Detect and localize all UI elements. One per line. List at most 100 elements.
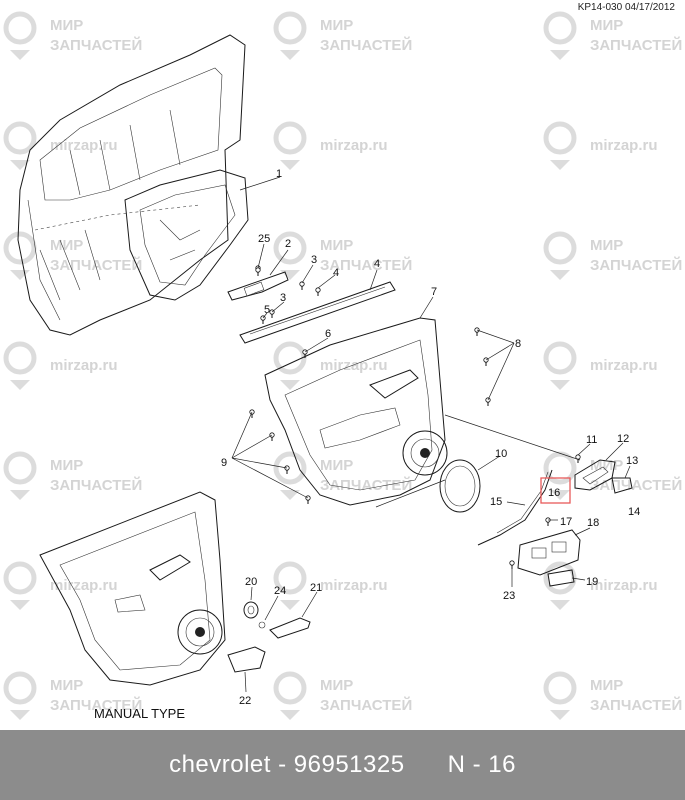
speaker-ring-drawing <box>439 459 481 513</box>
watermark-logo-icon <box>273 671 307 720</box>
footer-gap <box>405 751 448 779</box>
watermark-line2: ЗАПЧАСТЕЙ <box>50 36 142 54</box>
watermark-logo-icon <box>273 561 307 610</box>
watermark-logo-icon <box>3 451 37 500</box>
watermark-logo-icon <box>3 231 37 280</box>
watermark-line2: ЗАПЧАСТЕЙ <box>50 696 142 714</box>
watermark-line1: МИР <box>590 17 623 34</box>
callout-19: 19 <box>586 576 598 588</box>
watermark-site: mirzap.ru <box>320 577 388 594</box>
callout-8: 8 <box>515 338 521 350</box>
bracket-drawing <box>227 271 289 301</box>
watermark-line2: ЗАПЧАСТЕЙ <box>50 476 142 494</box>
screw-icon <box>284 465 290 474</box>
watermark-line2: ЗАПЧАСТЕЙ <box>320 36 412 54</box>
watermark-logo-icon <box>543 341 577 390</box>
callout-6: 6 <box>325 328 331 340</box>
watermark-line1: МИР <box>320 457 353 474</box>
screw-icon <box>485 397 491 406</box>
watermark-layer: МИР ЗАПЧАСТЕЙ МИР ЗАПЧАСТЕЙ МИР ЗАПЧАСТЕЙ mirz… <box>3 11 682 720</box>
watermark-site: mirzap.ru <box>320 357 388 374</box>
watermark-line1: МИР <box>50 17 83 34</box>
watermark-line2: ЗАПЧАСТЕЙ <box>50 256 142 274</box>
callout-24: 24 <box>274 585 286 597</box>
watermark-site: mirzap.ru <box>50 357 118 374</box>
watermark-line1: МИР <box>50 677 83 694</box>
watermark-logo-icon <box>273 11 307 60</box>
watermark-logo-icon <box>3 121 37 170</box>
watermark-logo-icon <box>543 451 577 500</box>
footer-bar: chevrolet - 96951325 N - 16 <box>0 730 685 800</box>
watermark-line1: МИР <box>320 677 353 694</box>
watermark-line2: ЗАПЧАСТЕЙ <box>320 256 412 274</box>
watermark-line2: ЗАПЧАСТЕЙ <box>320 476 412 494</box>
manual-handle-parts-drawing <box>227 601 311 673</box>
watermark-site: mirzap.ru <box>590 577 658 594</box>
screw-icon <box>474 327 480 336</box>
watermark-line2: ЗАПЧАСТЕЙ <box>320 696 412 714</box>
watermark-logo-icon <box>543 11 577 60</box>
callout-25: 25 <box>258 233 270 245</box>
screw-icon <box>249 409 255 418</box>
watermark-site: mirzap.ru <box>50 577 118 594</box>
screw-icon <box>260 315 266 324</box>
screw-icon <box>269 432 275 441</box>
screw-icon <box>545 517 551 526</box>
watermark-line1: МИР <box>320 17 353 34</box>
watermark-logo-icon <box>3 341 37 390</box>
watermark-line1: МИР <box>50 457 83 474</box>
footer-ref: N - 16 <box>447 751 516 778</box>
watermark-line1: МИР <box>50 237 83 254</box>
callout-22: 22 <box>239 695 251 707</box>
callout-14: 14 <box>628 506 640 518</box>
watermark-logo-icon <box>3 561 37 610</box>
screw-icon <box>315 287 321 296</box>
watermark-logo-icon <box>3 11 37 60</box>
callout-11: 11 <box>586 434 597 446</box>
switch-panel-drawing <box>517 529 581 587</box>
cable-drawing <box>477 469 553 546</box>
watermark-line1: МИР <box>320 237 353 254</box>
manual-door-trim-drawing <box>39 491 226 686</box>
watermark-site: mirzap.ru <box>50 137 118 154</box>
watermark-line2: ЗАПЧАСТЕЙ <box>590 36 682 54</box>
footer-separator: - <box>270 751 294 778</box>
callout-20: 20 <box>245 576 257 588</box>
callout-1: 1 <box>276 168 282 180</box>
watermark-logo-icon <box>3 671 37 720</box>
callout-2: 2 <box>285 238 291 250</box>
callout-10: 10 <box>495 448 507 460</box>
callout-13: 13 <box>626 455 638 467</box>
callout-labels: 1 2 25 3 4 3 5 4 6 7 8 9 10 11 12 13 14 … <box>221 168 640 707</box>
watermark-site: mirzap.ru <box>590 137 658 154</box>
watermark-logo-icon <box>543 121 577 170</box>
manual-type-label: MANUAL TYPE <box>94 706 186 721</box>
callout-17: 17 <box>560 516 572 528</box>
fasteners <box>249 265 581 569</box>
callout-21: 21 <box>310 582 322 594</box>
callout-12: 12 <box>617 433 629 445</box>
molding-strip-drawing <box>239 281 396 344</box>
highlight-box <box>540 477 571 504</box>
leader-lines <box>231 176 631 693</box>
footer-brand: chevrolet <box>169 751 271 778</box>
watermark-line2: ЗАПЧАСТЕЙ <box>590 256 682 274</box>
callout-4a: 4 <box>333 267 339 279</box>
callout-7: 7 <box>431 286 437 298</box>
callout-4b: 5 <box>264 304 270 316</box>
callout-5: 4 <box>374 258 380 270</box>
inner-handle-drawing <box>574 459 633 494</box>
document-code: KP14-030 04/17/2012 <box>577 2 675 13</box>
callout-3a: 3 <box>311 254 317 266</box>
callout-18: 18 <box>587 517 599 529</box>
callout-23: 23 <box>503 590 515 602</box>
watermark-site: mirzap.ru <box>320 137 388 154</box>
watermark-logo-icon <box>273 451 307 500</box>
watermark-site: mirzap.ru <box>590 357 658 374</box>
watermark-line2: ЗАПЧАСТЕЙ <box>590 476 682 494</box>
door-trim-panel-drawing <box>264 317 448 506</box>
footer-part-number: 96951325 <box>293 751 405 778</box>
watermark-logo-icon <box>543 231 577 280</box>
watermark-logo-icon <box>273 341 307 390</box>
screw-icon <box>299 281 305 290</box>
